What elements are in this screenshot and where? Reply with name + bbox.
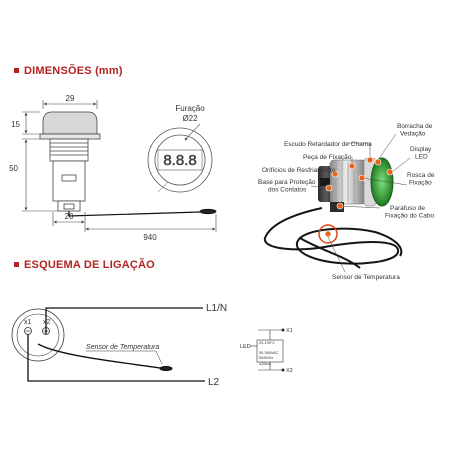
- cable-coil: [263, 207, 403, 265]
- wiring-x2-label: x2: [43, 319, 51, 326]
- wiring-l1n-label: L1/N: [206, 303, 227, 314]
- flange-shape: [39, 133, 101, 140]
- wiring-l2-label: L2: [208, 377, 220, 388]
- pin-x1-label: X1: [286, 328, 293, 334]
- freq-label: 50/60Hz: [259, 356, 273, 360]
- product-photo: [263, 157, 403, 269]
- side-view-drawing: [39, 111, 217, 217]
- wiring-section-title: ESQUEMA DE LIGAÇÃO: [14, 259, 155, 271]
- dim-cap-height-label: 15: [11, 120, 20, 129]
- sensor-probe: [159, 366, 173, 371]
- dim-width-label: 29: [66, 94, 75, 103]
- current-label: ≤20mA: [259, 362, 271, 366]
- voltage-label: 50-380VAC: [259, 351, 279, 355]
- wire-l2: [27, 365, 205, 382]
- wire-l1n: [45, 307, 203, 334]
- dim-body-height-label: 50: [9, 164, 18, 173]
- callout-flame-shell: Escudo Retardador de Chama: [284, 141, 372, 148]
- pin-x2-label: X2: [286, 368, 293, 374]
- title-bullet: [14, 67, 19, 73]
- wiring-sensor-label: Sensor de Temperatura: [86, 344, 159, 351]
- hole-label: Furação: [175, 104, 205, 113]
- callout-cooling-holes: Orifícios de Resfriamento: [262, 167, 336, 174]
- hole-diameter-label: Ø22: [182, 114, 198, 123]
- wiring-title-text: ESQUEMA DE LIGAÇÃO: [24, 259, 155, 271]
- sensor-leader-line: [327, 236, 346, 273]
- display-digits: 8.8.8: [163, 152, 196, 169]
- wiring-x1-label: x1: [24, 319, 32, 326]
- led-label: LED: [240, 344, 251, 350]
- sensor-cable: [37, 343, 161, 369]
- range-label: 20-199°C: [259, 341, 275, 345]
- cable-line: [68, 211, 201, 217]
- thread-shape: [49, 138, 89, 162]
- cap-shape: [42, 111, 98, 135]
- callout-lines: [310, 133, 411, 209]
- dimension-lines: [22, 100, 217, 232]
- sensor-highlight-circle: [318, 224, 338, 244]
- dim-cable-length-label: 940: [143, 233, 157, 242]
- dimensions-section-title: DIMENSÕES (mm): [14, 65, 123, 77]
- callout-markers: [324, 156, 394, 238]
- led-display: [370, 157, 394, 207]
- device-circle: [11, 308, 65, 362]
- internal-schematic: [250, 328, 285, 372]
- dimensions-title-text: DIMENSÕES (mm): [24, 65, 123, 77]
- callout-temp-sensor: Sensor de Temperatura: [332, 274, 400, 281]
- probe-tip: [199, 208, 217, 215]
- callout-fixing-piece: Peça de Fixação: [303, 154, 352, 161]
- dim-base-width-label: 20: [65, 212, 74, 221]
- title-bullet: [14, 261, 19, 267]
- front-view-drawing: [147, 123, 213, 193]
- wiring-diagram: [11, 307, 205, 382]
